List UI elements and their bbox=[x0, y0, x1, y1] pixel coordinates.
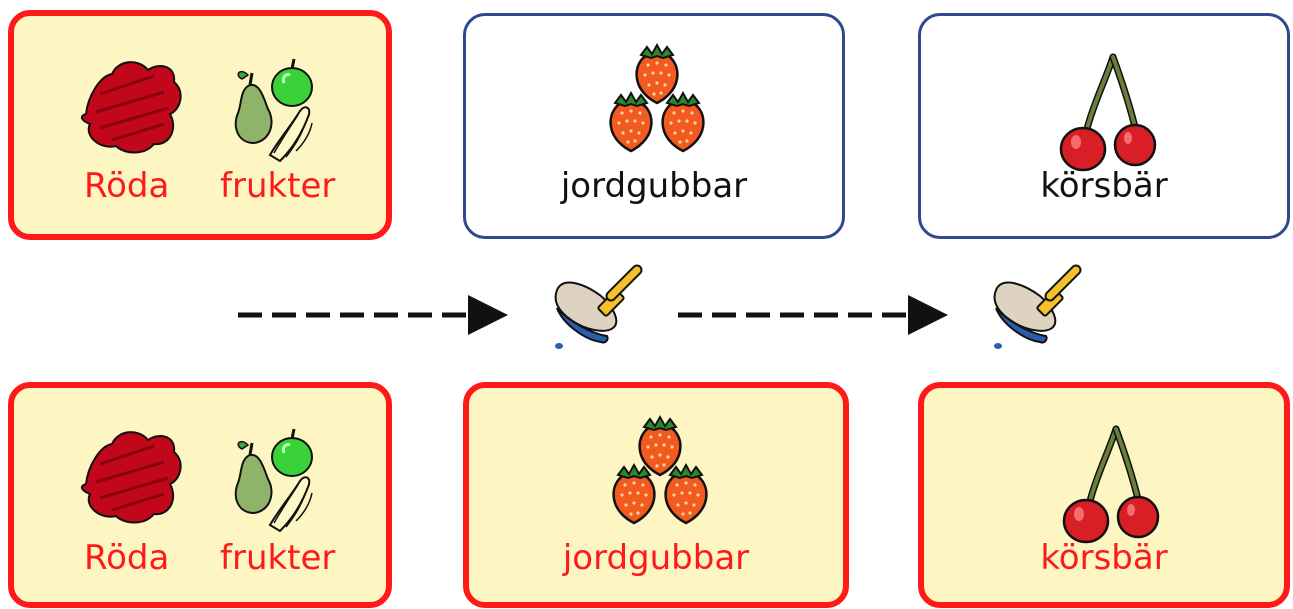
fruits-icon bbox=[234, 427, 314, 533]
strawberries-label: jordgubbar bbox=[560, 166, 748, 206]
strawberries-label: jordgubbar bbox=[562, 538, 750, 578]
dashed-arrow-icon bbox=[238, 295, 508, 335]
paint-brush-icon bbox=[543, 265, 643, 355]
strawberries-card-bottom: jordgubbar bbox=[463, 382, 849, 608]
category-word-red: Röda bbox=[84, 538, 170, 578]
cherries-label: körsbär bbox=[1040, 538, 1168, 578]
cherries-label: körsbär bbox=[1040, 166, 1168, 206]
cherries-card-top: körsbär bbox=[918, 13, 1290, 239]
category-card-bottom: Röda frukter bbox=[8, 382, 392, 608]
strawberries-icon bbox=[600, 418, 720, 528]
cherries-icon bbox=[1052, 49, 1162, 159]
paint-brush-icon-2 bbox=[982, 265, 1082, 355]
fruits-icon bbox=[234, 57, 314, 163]
strawberries-icon bbox=[597, 46, 717, 156]
category-word-fruits: frukter bbox=[220, 166, 336, 206]
red-color-icon bbox=[80, 60, 183, 154]
category-word-red: Röda bbox=[84, 166, 170, 206]
cherries-icon bbox=[1055, 421, 1165, 531]
strawberries-card-top: jordgubbar bbox=[463, 13, 845, 239]
red-color-icon bbox=[80, 430, 183, 524]
category-word-fruits: frukter bbox=[220, 538, 336, 578]
dashed-arrow-icon-2 bbox=[678, 295, 948, 335]
category-card-top: Röda frukter bbox=[8, 10, 392, 240]
cherries-card-bottom: körsbär bbox=[918, 382, 1290, 608]
